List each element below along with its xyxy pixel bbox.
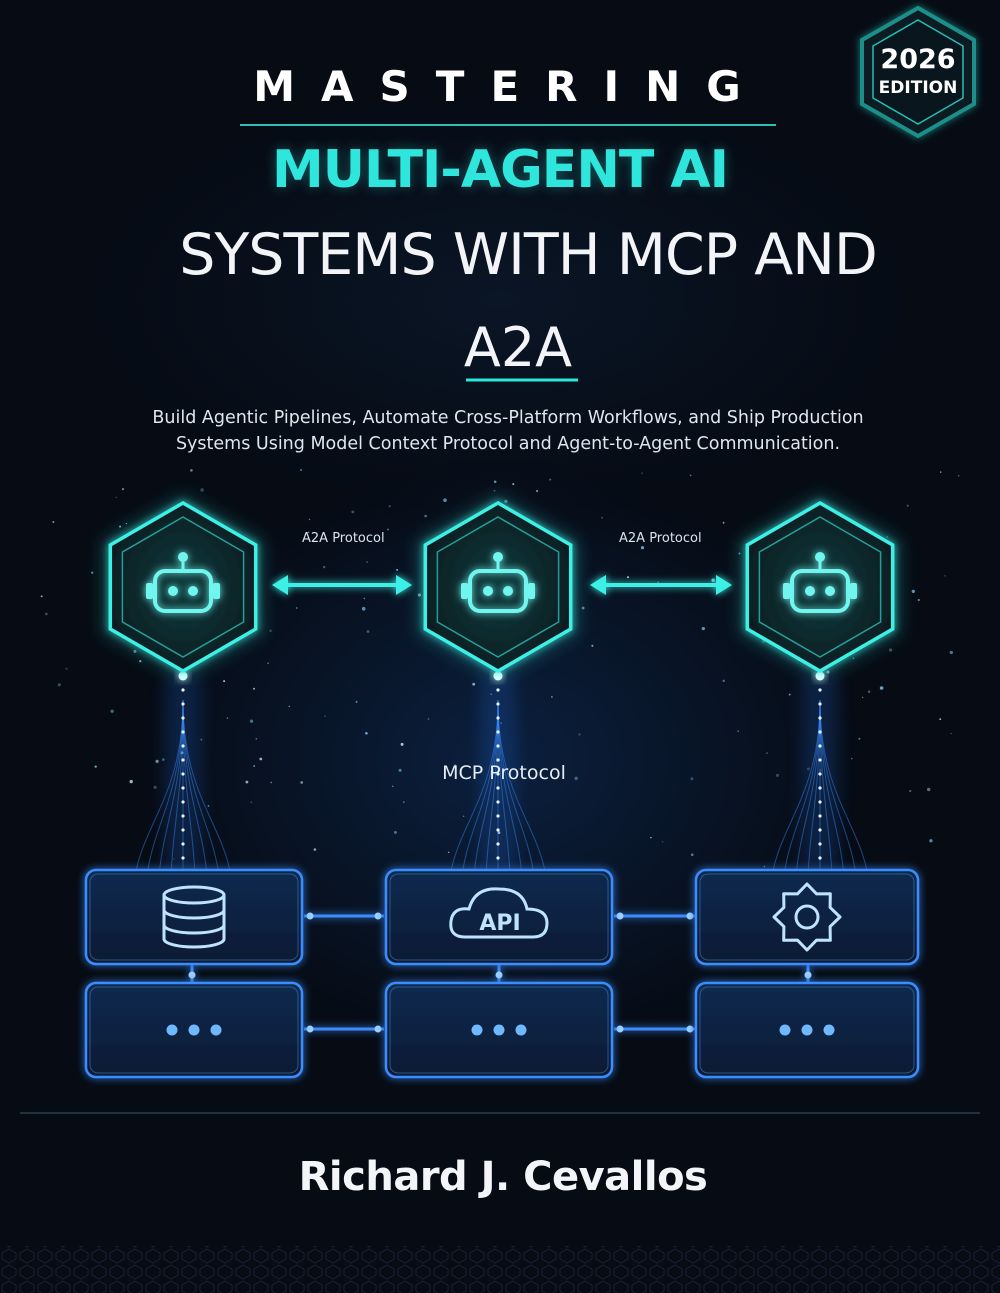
robot-icon <box>461 552 535 613</box>
subtitle: Build Agentic Pipelines, Automate Cross-… <box>100 405 916 457</box>
service-box-secondary <box>694 981 920 1079</box>
mcp-label: MCP Protocol <box>442 762 566 784</box>
agent-node <box>418 494 578 680</box>
a2a-arrow-right <box>590 575 732 595</box>
cloud-api-icon <box>449 887 549 939</box>
connector-nodes <box>188 912 812 1033</box>
box-connectors <box>190 914 810 1031</box>
a2a-label-left: A2A Protocol <box>302 531 385 546</box>
badge-edition-label: EDITION <box>878 78 958 98</box>
subtitle-line-2: Systems Using Model Context Protocol and… <box>175 434 841 454</box>
title-systems-line: SYSTEMS WITH MCP AND <box>179 222 877 288</box>
mcp-beams <box>135 671 868 871</box>
agent-node <box>740 494 900 680</box>
database-icon <box>162 885 226 949</box>
service-box <box>694 868 920 966</box>
service-box <box>84 868 304 966</box>
service-box <box>384 868 614 966</box>
a2a-label-right: A2A Protocol <box>619 531 702 546</box>
edition-badge <box>860 5 976 139</box>
robot-icon <box>146 552 220 613</box>
api-label: API <box>479 911 521 936</box>
service-box-secondary <box>84 981 304 1079</box>
title-multi-agent-ai: MULTI-AGENT AI <box>271 140 729 200</box>
badge-year: 2026 <box>880 44 956 75</box>
robot-icon <box>783 552 857 613</box>
hex-pattern-strip <box>0 1246 1000 1293</box>
ellipsis-icon <box>166 1024 222 1036</box>
gear-icon <box>772 882 842 952</box>
agent-node <box>103 494 263 680</box>
title-mastering: MASTERING <box>253 62 767 111</box>
subtitle-line-1: Build Agentic Pipelines, Automate Cross-… <box>152 408 864 428</box>
a2a-arrow-left <box>272 575 412 595</box>
service-box-secondary <box>384 981 614 1079</box>
author-name: Richard J. Cevallos <box>298 1154 708 1200</box>
ellipsis-icon <box>471 1024 527 1036</box>
title-a2a: A2A <box>463 316 573 379</box>
ellipsis-icon <box>779 1024 835 1036</box>
